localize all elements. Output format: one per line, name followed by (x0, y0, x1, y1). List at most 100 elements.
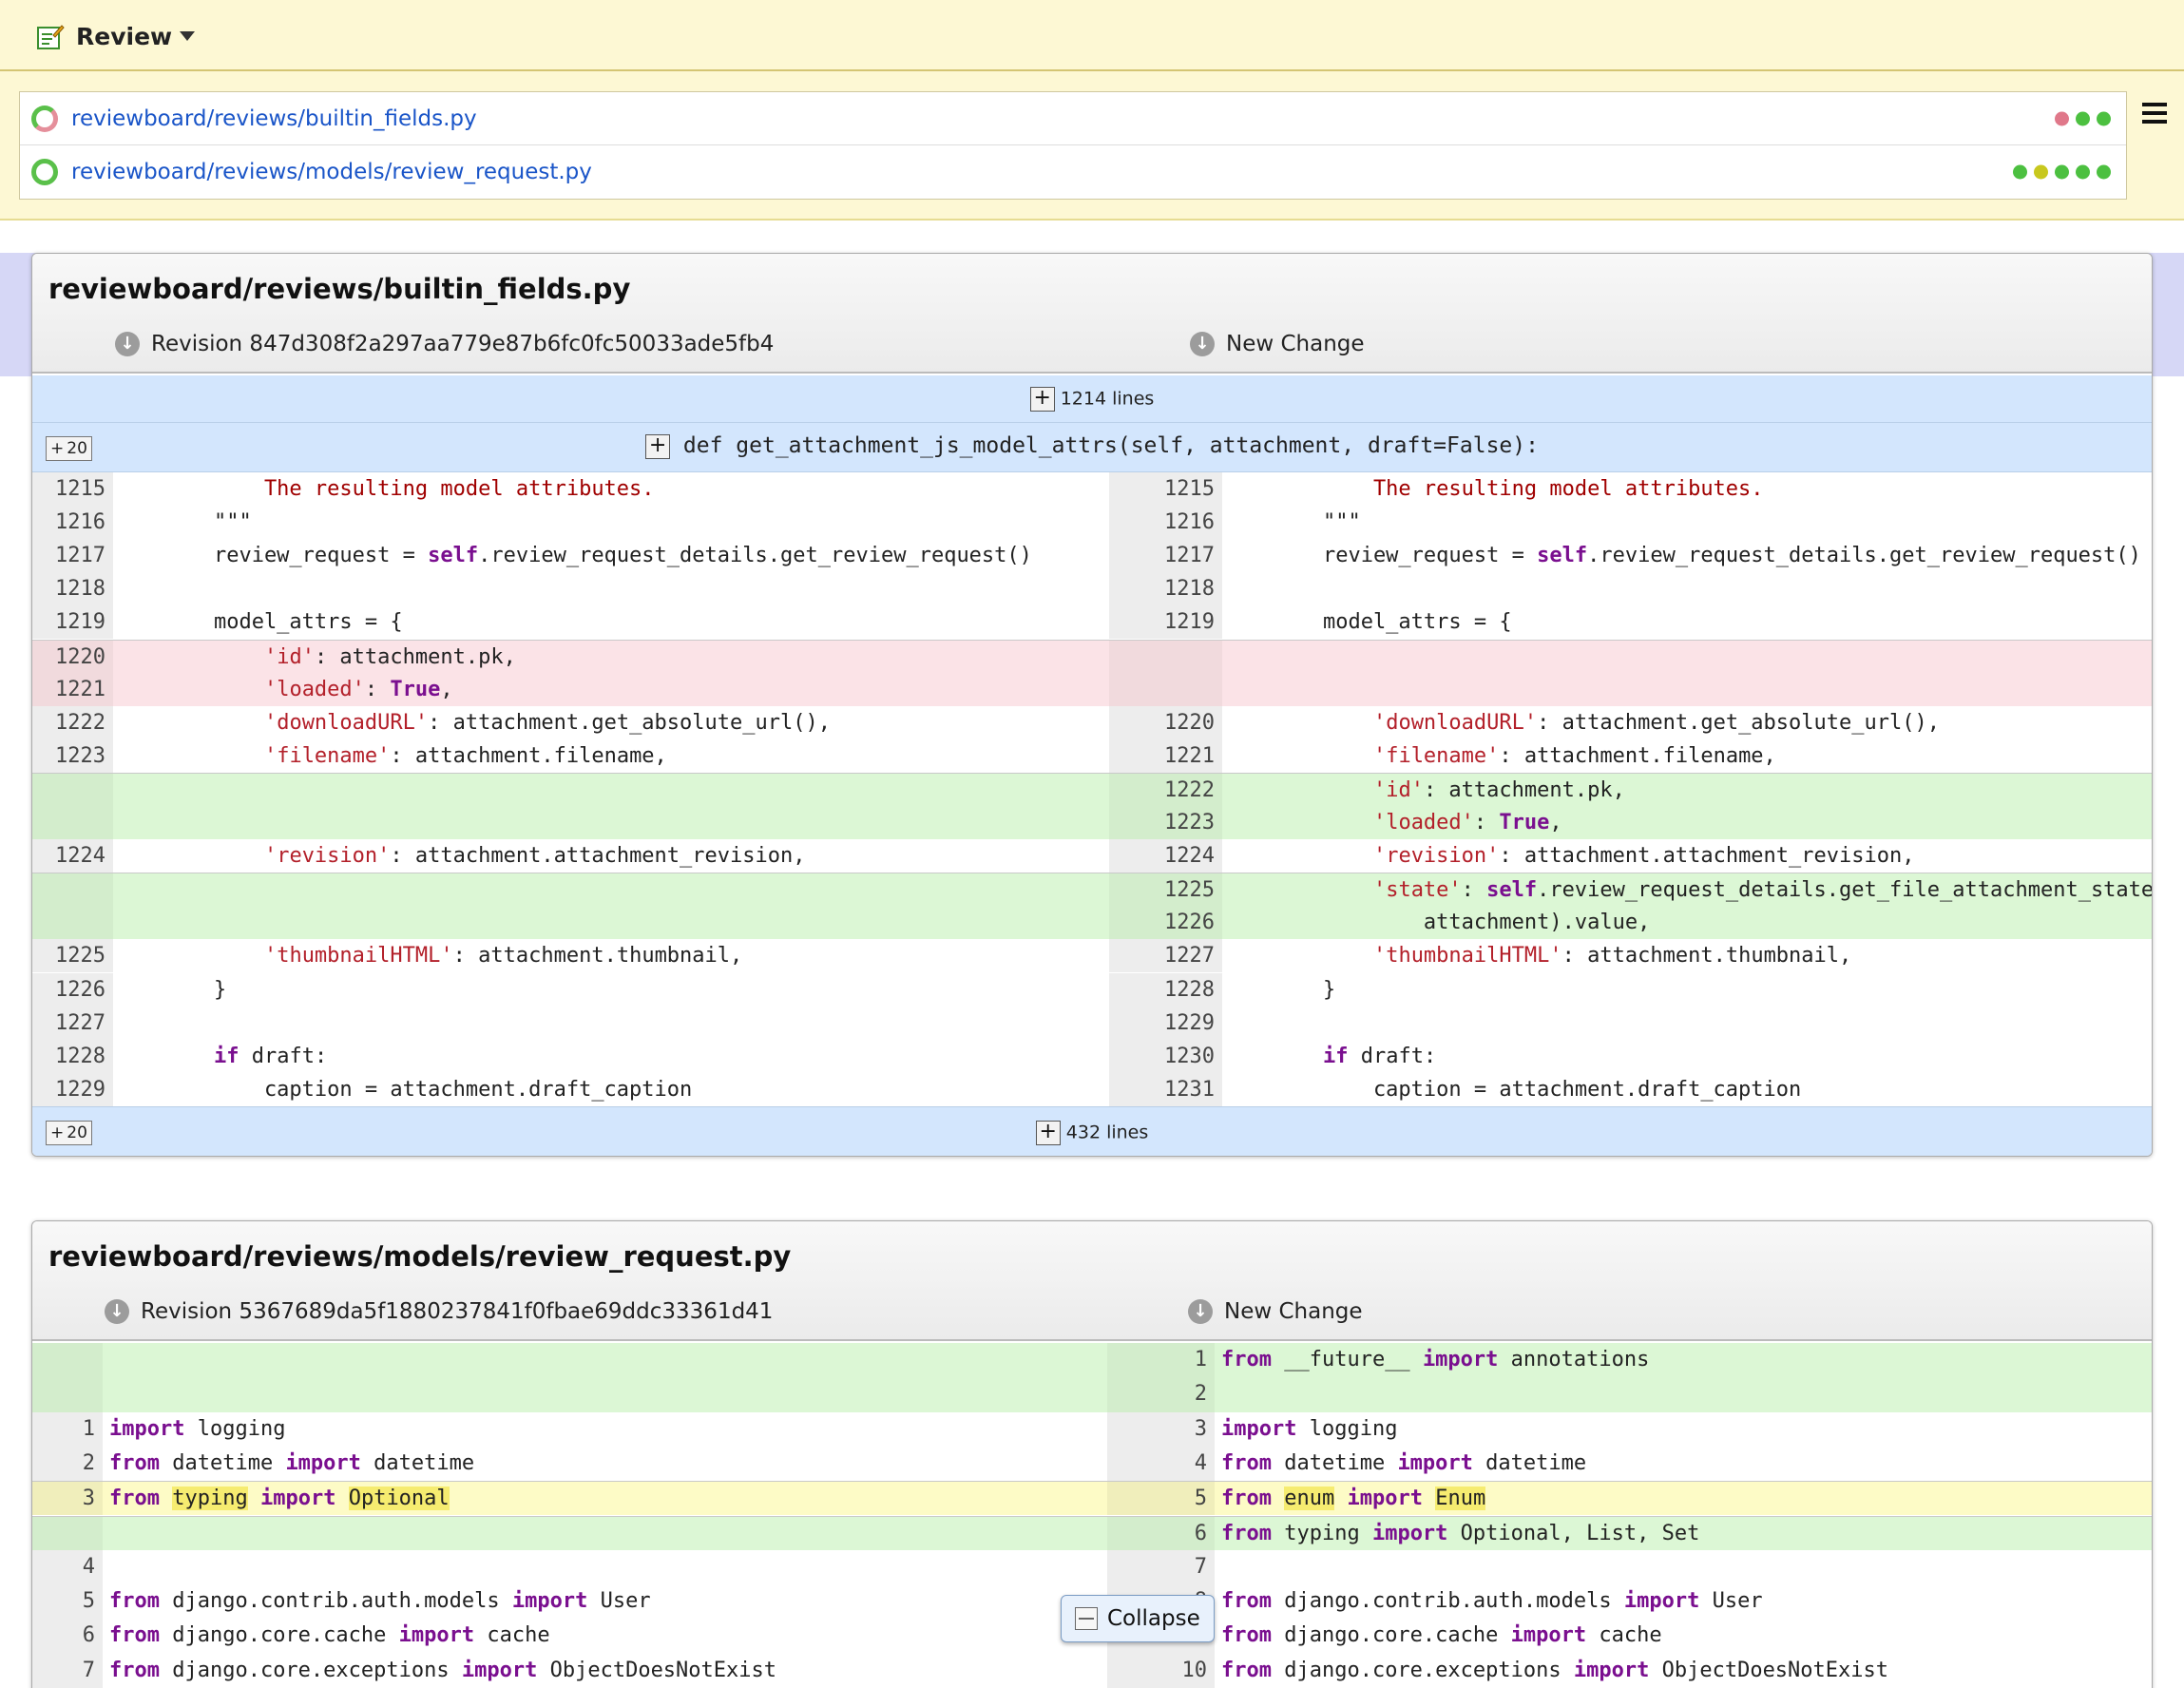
diff-file-box: reviewboard/reviews/builtin_fields.py ↓ … (31, 253, 2153, 1157)
line-number-new[interactable]: 1222 (1109, 773, 1222, 806)
line-number-new[interactable]: 1227 (1109, 939, 1222, 973)
expand-lines-label[interactable]: 1214 lines (1060, 388, 1155, 410)
line-number-new[interactable]: 1226 (1109, 906, 1222, 940)
expand-lines-label[interactable]: 432 lines (1065, 1122, 1149, 1143)
line-number-orig[interactable]: 4 (32, 1549, 103, 1585)
change-dot-icon (2034, 164, 2048, 180)
line-number-new[interactable]: 7 (1107, 1549, 1215, 1585)
expand-20-button[interactable]: + 20 (46, 1121, 92, 1145)
line-number-new[interactable]: 1220 (1109, 705, 1222, 739)
line-number-new[interactable]: 1215 (1109, 472, 1222, 507)
hamburger-menu-icon[interactable] (2142, 103, 2167, 128)
line-number-new[interactable] (1109, 640, 1222, 673)
code-line: review_request = self.review_request_det… (113, 544, 1032, 568)
download-icon[interactable]: ↓ (105, 1299, 129, 1324)
line-number-new[interactable]: 3 (1107, 1411, 1215, 1447)
orig-revision[interactable]: ↓ Revision 5367689da5f1880237841f0fbae69… (105, 1299, 773, 1324)
line-number-orig[interactable]: 1222 (32, 705, 113, 739)
expand-footer: + 20 + 432 lines (32, 1106, 2152, 1156)
plus-icon: + (50, 439, 65, 458)
line-number-orig[interactable]: 7 (32, 1653, 103, 1688)
code-line: 'filename': attachment.filename, (263, 743, 667, 768)
line-number-orig[interactable]: 3 (32, 1482, 103, 1516)
download-icon[interactable]: ↓ (115, 332, 140, 356)
file-status-ring-icon (31, 105, 58, 132)
line-number-orig[interactable] (32, 806, 113, 840)
line-number-new[interactable]: 2 (1107, 1377, 1215, 1412)
line-number-orig[interactable] (32, 1343, 103, 1378)
new-revision[interactable]: ↓ New Change (1190, 332, 1365, 356)
line-number-orig[interactable]: 1221 (32, 672, 113, 706)
hunk-header: + 20 + def get_attachment_js_model_attrs… (32, 423, 2152, 472)
review-menu[interactable]: Review (36, 17, 196, 55)
line-number-new[interactable]: 6 (1107, 1516, 1215, 1550)
line-number-orig[interactable]: 1 (32, 1411, 103, 1447)
diff-row: 1218 1218 (32, 572, 2152, 606)
line-number-new[interactable]: 1219 (1109, 605, 1222, 640)
line-number-orig[interactable]: 1225 (32, 939, 113, 973)
expand-icon[interactable]: + (1035, 1121, 1061, 1145)
line-number-new[interactable]: 1231 (1109, 1072, 1222, 1106)
line-number-new[interactable]: 1228 (1109, 972, 1222, 1007)
code-line: 'revision': attachment.attachment_revisi… (1372, 844, 1915, 869)
line-number-new[interactable]: 10 (1107, 1653, 1215, 1688)
line-number-new[interactable]: 1216 (1109, 506, 1222, 540)
line-number-new[interactable]: 1217 (1109, 539, 1222, 573)
line-number-new[interactable]: 1225 (1109, 873, 1222, 907)
line-number-orig[interactable]: 1228 (32, 1039, 113, 1073)
line-number-orig[interactable]: 1216 (32, 506, 113, 540)
line-number-orig[interactable]: 1226 (32, 972, 113, 1007)
expand-icon[interactable]: + (645, 433, 671, 459)
line-number-orig[interactable]: 1227 (32, 1006, 113, 1040)
code-line: attachment).value, (1222, 911, 1651, 935)
line-number-orig[interactable]: 1224 (32, 839, 113, 873)
files-index-link[interactable]: reviewboard/reviews/models/review_reques… (71, 160, 592, 184)
line-number-orig[interactable]: 5 (32, 1584, 103, 1620)
code-line: from typing import Optional, List, Set (1221, 1521, 1700, 1545)
download-icon[interactable]: ↓ (1190, 332, 1215, 356)
new-revision[interactable]: ↓ New Change (1188, 1299, 1363, 1324)
code-line (109, 1550, 1136, 1584)
line-number-new[interactable]: 5 (1107, 1482, 1215, 1516)
line-number-new[interactable]: 1224 (1109, 839, 1222, 873)
collapse-button[interactable]: Collapse (1061, 1595, 1215, 1642)
expand-20-button[interactable]: + 20 (46, 436, 92, 461)
line-number-new[interactable]: 1 (1107, 1343, 1215, 1378)
line-number-orig[interactable]: 6 (32, 1619, 103, 1654)
line-number-orig[interactable] (32, 906, 113, 940)
line-number-new[interactable]: 1229 (1109, 1006, 1222, 1040)
files-index-row: reviewboard/reviews/builtin_fields.py (20, 92, 2126, 145)
line-number-new[interactable]: 1218 (1109, 572, 1222, 606)
line-number-orig[interactable] (32, 1516, 103, 1550)
line-number-new[interactable]: 1223 (1109, 806, 1222, 840)
download-icon[interactable]: ↓ (1188, 1299, 1213, 1324)
line-number-orig[interactable]: 1218 (32, 572, 113, 606)
line-number-orig[interactable]: 1217 (32, 539, 113, 573)
code-line: 'id': attachment.pk, (1372, 777, 1625, 802)
files-index-link[interactable]: reviewboard/reviews/builtin_fields.py (71, 106, 477, 131)
line-number-new[interactable]: 1221 (1109, 738, 1222, 773)
line-number-new[interactable] (1109, 672, 1222, 706)
line-number-new[interactable]: 1230 (1109, 1039, 1222, 1073)
line-number-orig[interactable]: 1215 (32, 472, 113, 507)
orig-revision[interactable]: ↓ Revision 847d308f2a297aa779e87b6fc0fc5… (115, 332, 774, 356)
code-line (1222, 641, 2152, 673)
change-dot-icon (2076, 111, 2090, 125)
diff-row: 1222 'id': attachment.pk, (32, 772, 2152, 806)
line-number-orig[interactable] (32, 773, 113, 806)
line-number-orig[interactable]: 1220 (32, 640, 113, 673)
line-number-orig[interactable]: 1223 (32, 738, 113, 773)
line-number-new[interactable]: 4 (1107, 1446, 1215, 1482)
line-number-orig[interactable]: 1219 (32, 605, 113, 640)
line-number-orig[interactable]: 2 (32, 1446, 103, 1482)
line-number-orig[interactable] (32, 1377, 103, 1412)
line-number-orig[interactable] (32, 873, 113, 907)
line-number-orig[interactable]: 1229 (32, 1072, 113, 1106)
collapse-icon (1075, 1607, 1098, 1630)
change-dot-icon (2097, 111, 2111, 125)
expand-icon[interactable]: + (1029, 387, 1055, 412)
